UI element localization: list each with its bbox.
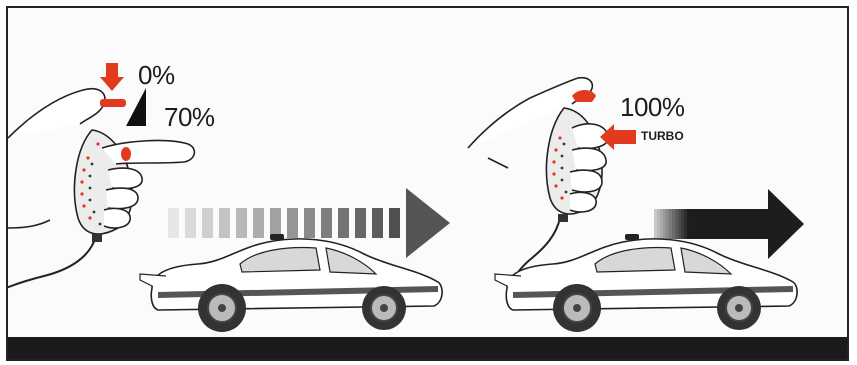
turbo-label: TURBO [641,129,684,143]
road-strip [8,337,847,359]
race-car-icon [493,230,813,350]
turbo-arrow-icon [600,124,640,154]
throttle-full-label: 100% [620,92,685,123]
illustration-frame: 0% 70% [6,6,849,361]
